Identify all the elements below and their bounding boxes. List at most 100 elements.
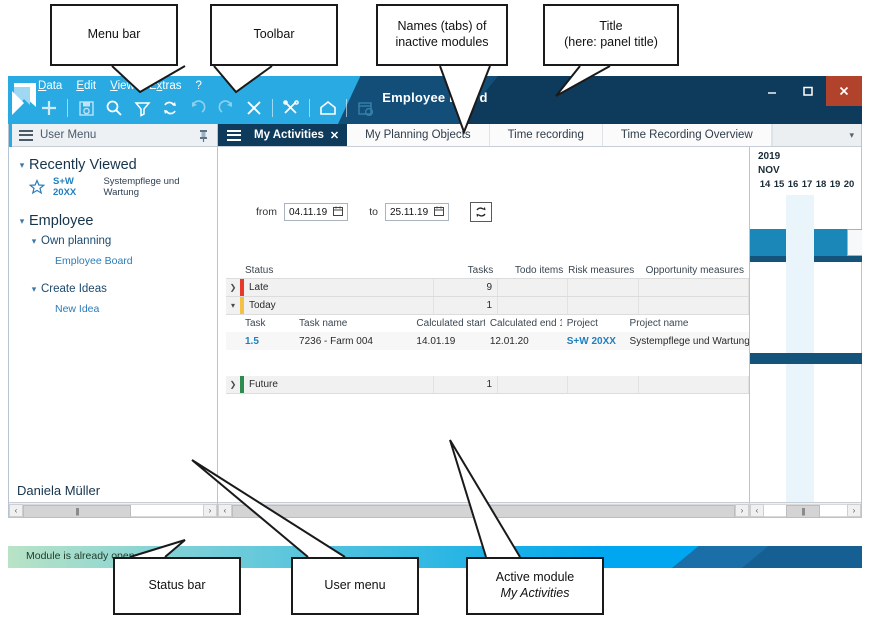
favorite-item[interactable]: S+W 20XX Systempflege und Wartung bbox=[9, 175, 217, 199]
from-date-value: 04.11.19 bbox=[289, 206, 328, 218]
scroll-left-arrow[interactable]: ‹ bbox=[218, 503, 232, 517]
scroll-track[interactable]: ||| bbox=[764, 503, 847, 518]
tree-link-new-idea[interactable]: New Idea bbox=[9, 299, 217, 319]
maximize-icon[interactable] bbox=[790, 76, 826, 106]
tree-subgroup-create-ideas[interactable]: ▾ Create Ideas bbox=[9, 279, 217, 299]
tab-time-recording[interactable]: Time recording bbox=[489, 124, 603, 146]
search-icon[interactable] bbox=[101, 95, 127, 121]
callout-title: Title (here: panel title) bbox=[543, 4, 679, 66]
menu-item-data[interactable]: Data bbox=[38, 80, 63, 92]
col-project: Project bbox=[566, 318, 598, 329]
gantt-bar[interactable] bbox=[814, 229, 847, 256]
tree-link-employee-board[interactable]: Employee Board bbox=[9, 251, 217, 271]
status-color-bar bbox=[240, 297, 244, 314]
tab-my-planning-objects[interactable]: My Planning Objects bbox=[347, 124, 490, 146]
window-body: User Menu ▾ Recently Viewed S+W 20XX bbox=[8, 124, 862, 518]
refresh-icon[interactable] bbox=[157, 95, 183, 121]
scroll-left-arrow[interactable]: ‹ bbox=[9, 503, 23, 517]
tree-subgroup-own-planning[interactable]: ▾ Own planning bbox=[9, 231, 217, 251]
group-row-today[interactable]: ▾ Today 1 bbox=[226, 297, 750, 315]
tree-group-recently-viewed[interactable]: ▾ Recently Viewed bbox=[9, 155, 217, 175]
chevron-down-icon[interactable]: ▾ bbox=[31, 283, 37, 294]
close-icon[interactable]: ✕ bbox=[329, 129, 340, 142]
scroll-left-arrow[interactable]: ‹ bbox=[750, 503, 764, 517]
delete-icon[interactable] bbox=[241, 95, 267, 121]
chevron-down-icon[interactable]: ▾ bbox=[849, 130, 854, 140]
scroll-right-arrow[interactable]: › bbox=[735, 503, 749, 517]
menu-item-edit[interactable]: Edit bbox=[76, 80, 97, 92]
calendar-icon[interactable] bbox=[333, 206, 344, 219]
pin-icon[interactable] bbox=[198, 129, 209, 147]
gantt-timeline[interactable]: 2019 NOV 14 15 16 17 18 19 20 bbox=[749, 147, 862, 502]
group-todo-cell bbox=[498, 279, 569, 296]
save-icon[interactable] bbox=[73, 95, 99, 121]
group-opportunity-cell bbox=[639, 297, 750, 314]
gantt-canvas[interactable] bbox=[750, 195, 862, 502]
tools-icon[interactable] bbox=[278, 95, 304, 121]
tree-subgroup-label: Own planning bbox=[41, 235, 112, 247]
tab-time-recording-overview[interactable]: Time Recording Overview bbox=[602, 124, 772, 146]
toolbar-separator bbox=[67, 99, 68, 117]
toolbar[interactable] bbox=[36, 94, 378, 122]
cell-project[interactable]: S+W 20XX bbox=[566, 335, 616, 347]
home-icon[interactable] bbox=[315, 95, 341, 121]
scroll-right-arrow[interactable]: › bbox=[203, 503, 217, 517]
group-row-late[interactable]: ❯ Late 9 bbox=[226, 279, 750, 297]
new-icon[interactable] bbox=[36, 95, 62, 121]
star-icon[interactable] bbox=[28, 178, 46, 195]
gantt-day: 15 bbox=[773, 179, 785, 190]
group-label: Late bbox=[249, 282, 269, 293]
scroll-right-arrow[interactable]: › bbox=[847, 503, 861, 517]
chevron-down-icon[interactable]: ▾ bbox=[19, 159, 25, 170]
cell-calculated-start: 14.01.19 bbox=[416, 335, 456, 347]
calendar-icon[interactable] bbox=[434, 206, 445, 219]
scroll-track[interactable]: ||| bbox=[23, 503, 203, 518]
toolbar-separator-3 bbox=[309, 99, 310, 117]
tab-bar[interactable]: My Activities ✕ My Planning Objects Time… bbox=[218, 124, 861, 147]
tab-label: My Activities bbox=[254, 129, 324, 141]
gantt-bar-outline[interactable] bbox=[847, 229, 862, 256]
tree-group-employee[interactable]: ▾ Employee bbox=[9, 211, 217, 231]
expander-icon[interactable]: ❯ bbox=[229, 380, 237, 389]
table-row[interactable]: 1.5 7236 - Farm 004 14.01.19 12.01.20 S+… bbox=[226, 332, 749, 350]
col-opportunity: Opportunity measures bbox=[645, 264, 744, 276]
window-controls[interactable] bbox=[754, 76, 862, 106]
callout-inactive-modules-line2: inactive modules bbox=[395, 35, 489, 49]
activities-grid[interactable]: Status Tasks Todo items Risk measures Op… bbox=[226, 262, 750, 394]
minimize-icon[interactable] bbox=[754, 76, 790, 106]
date-filter-bar[interactable]: from 04.11.19 to 25.11.19 bbox=[218, 202, 493, 222]
expander-icon[interactable]: ❯ bbox=[229, 283, 237, 292]
refresh-button[interactable] bbox=[470, 202, 493, 222]
gantt-bar[interactable] bbox=[750, 229, 786, 256]
cell-task[interactable]: 1.5 bbox=[245, 335, 259, 347]
menu-item-extras[interactable]: Extras bbox=[148, 80, 182, 92]
group-label: Future bbox=[249, 379, 278, 390]
menu-item-help[interactable]: ? bbox=[195, 80, 202, 92]
close-icon[interactable] bbox=[826, 76, 862, 106]
chevron-down-icon[interactable]: ▾ bbox=[31, 235, 37, 246]
scroll-thumb[interactable]: ||| bbox=[23, 504, 131, 518]
filter-icon[interactable] bbox=[129, 95, 155, 121]
scroll-thumb[interactable]: ||| bbox=[786, 504, 820, 518]
user-menu-tree[interactable]: ▾ Recently Viewed S+W 20XX Systempflege … bbox=[9, 147, 217, 483]
to-label: to bbox=[369, 206, 378, 218]
to-date-input[interactable]: 25.11.19 bbox=[384, 203, 450, 221]
group-row-future[interactable]: ❯ Future 1 bbox=[226, 376, 750, 394]
col-calculated-end[interactable]: Calculated end 1▼ bbox=[485, 318, 562, 329]
col-calculated-start[interactable]: Calculated start 2▲ bbox=[411, 318, 484, 329]
hamburger-icon[interactable] bbox=[227, 127, 241, 143]
redo-icon[interactable] bbox=[213, 95, 239, 121]
chevron-down-icon[interactable]: ▾ bbox=[19, 215, 25, 226]
collapse-icon[interactable]: ▾ bbox=[230, 301, 235, 310]
undo-icon[interactable] bbox=[185, 95, 211, 121]
tab-my-activities[interactable]: My Activities ✕ bbox=[218, 124, 348, 146]
gantt-day: 20 bbox=[843, 179, 855, 190]
hamburger-icon[interactable] bbox=[19, 127, 33, 143]
gantt-hscrollbar[interactable]: ‹ ||| › bbox=[749, 503, 861, 518]
calendar-history-icon[interactable] bbox=[352, 95, 378, 121]
sidebar-hscrollbar[interactable]: ‹ ||| › bbox=[9, 502, 217, 518]
gantt-day: 19 bbox=[829, 179, 841, 190]
from-date-input[interactable]: 04.11.19 bbox=[284, 203, 349, 221]
favorite-code: S+W 20XX bbox=[53, 176, 77, 198]
favorite-name: Systempflege und Wartung bbox=[103, 176, 180, 198]
